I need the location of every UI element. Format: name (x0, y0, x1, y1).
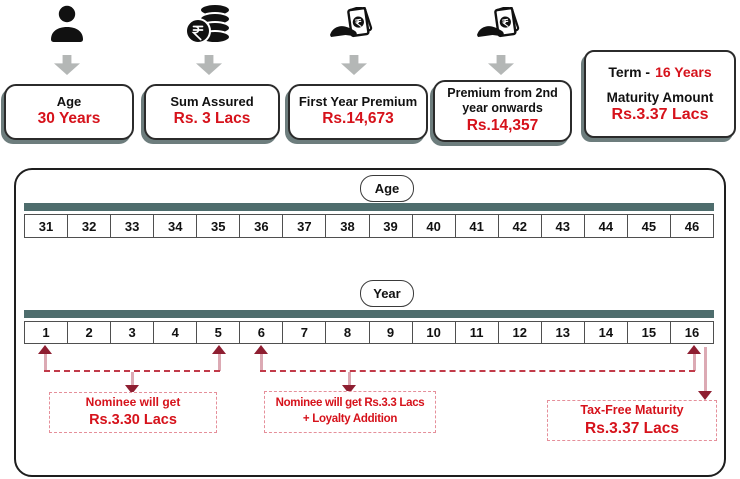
maturity-amount-value: Rs.3.37 Lacs (611, 105, 709, 123)
sum-assured-value: Rs. 3 Lacs (173, 110, 251, 128)
age-cell: 39 (370, 215, 413, 237)
arrow-shaft (131, 372, 134, 386)
year-cell: 10 (413, 322, 456, 343)
year-cell: 12 (499, 322, 542, 343)
up-arrow-year-5-icon (212, 345, 226, 354)
age-cell: 35 (197, 215, 241, 237)
age-cell: 44 (585, 215, 628, 237)
age-card-value: 30 Years (37, 110, 101, 128)
term-value: 16 Years (655, 64, 712, 81)
year-cell: 6 (240, 322, 284, 343)
up-arrow-year-16-icon (687, 345, 701, 354)
age-cell: 46 (684, 218, 700, 234)
age-cell: 41 (456, 215, 499, 237)
annotation-line: Nominee will get (85, 395, 181, 410)
maturity-amount-label: Maturity Amount (606, 89, 714, 105)
year-cell: 7 (283, 322, 327, 343)
arrow-shaft (348, 372, 351, 386)
down-arrow-to-note-1-icon (125, 385, 139, 394)
year-pill: Year (360, 280, 414, 307)
annotation-line: Nominee will get Rs.3.3 Lacs (275, 397, 425, 410)
down-block-arrow-icon (54, 55, 80, 75)
down-block-arrow-icon (196, 55, 222, 75)
age-card-label: Age (56, 93, 82, 109)
annotation-line: + Loyalty Addition (302, 413, 398, 425)
year-cell: 9 (370, 322, 413, 343)
term-line: Term -16 Years (608, 64, 711, 81)
term-maturity-card: Term -16 Years Maturity Amount Rs.3.37 L… (584, 50, 736, 138)
arrow-shaft (44, 354, 47, 371)
age-cell: 42 (499, 215, 542, 237)
arrow-shaft (260, 354, 263, 371)
year-pill-label: Year (373, 286, 401, 301)
year-cell: 15 (628, 322, 671, 343)
year-cell: 3 (111, 322, 155, 343)
down-block-arrow-icon (488, 55, 514, 75)
annotation-line: Rs.3.37 Lacs (585, 419, 679, 437)
age-card: Age 30 Years (4, 84, 134, 140)
age-cell: 32 (68, 215, 112, 237)
year-row: 1 2 3 4 5 6 7 8 9 10 11 12 13 14 15 16 (24, 321, 714, 344)
sum-assured-card: Sum Assured Rs. 3 Lacs (144, 84, 280, 140)
bracket-years-6-16 (260, 370, 695, 372)
down-arrow-to-note-2-icon (342, 385, 356, 394)
down-arrow-to-note-3-icon (698, 391, 712, 400)
hand-money-icon (476, 5, 524, 50)
year-cell: 14 (585, 322, 628, 343)
arrow-shaft (218, 354, 221, 371)
annotation-line: Rs.3.30 Lacs (89, 411, 177, 428)
age-cell: 37 (283, 215, 327, 237)
premium-onwards-card: Premium from 2nd year onwards Rs.14,357 (433, 80, 572, 142)
annotation-nominee-years-1-5: Nominee will get Rs.3.30 Lacs (49, 392, 217, 433)
down-block-arrow-icon (341, 55, 367, 75)
age-pill: Age (360, 175, 414, 202)
annotation-line: Tax-Free Maturity (580, 403, 684, 418)
year-cell: 2 (68, 322, 112, 343)
age-cell: 33 (111, 215, 155, 237)
first-year-premium-value: Rs.14,673 (322, 110, 394, 128)
rupee-coins-icon (185, 2, 233, 52)
hand-money-icon (329, 5, 377, 50)
year-cell: 4 (154, 322, 198, 343)
age-cell: 31 (25, 215, 69, 237)
age-pill-label: Age (374, 181, 400, 196)
year-axis-bar (24, 310, 714, 318)
up-arrow-year-1-icon (38, 345, 52, 354)
timeline-panel: Age 31 32 33 34 35 36 37 38 39 40 41 42 … (14, 168, 726, 477)
year-cell: 1 (25, 322, 69, 343)
bracket-years-1-5 (44, 370, 220, 372)
age-row: 31 32 33 34 35 36 37 38 39 40 41 42 43 4… (24, 214, 714, 238)
term-label: Term - (608, 64, 651, 81)
age-axis-bar (24, 203, 714, 211)
person-icon (47, 4, 87, 49)
first-year-premium-label: First Year Premium (298, 93, 418, 109)
annotation-nominee-years-6-16: Nominee will get Rs.3.3 Lacs + Loyalty A… (264, 391, 436, 433)
annotation-tax-free-maturity: Tax-Free Maturity Rs.3.37 Lacs (547, 400, 717, 441)
year-cell: 8 (326, 322, 370, 343)
age-cell: 43 (542, 215, 585, 237)
arrow-shaft (704, 347, 707, 392)
age-cell: 36 (240, 215, 284, 237)
sum-assured-label: Sum Assured (170, 93, 254, 109)
arrow-shaft (693, 354, 696, 371)
first-year-premium-card: First Year Premium Rs.14,673 (288, 84, 428, 140)
year-cell: 11 (456, 322, 499, 343)
premium-onwards-value: Rs.14,357 (466, 116, 539, 134)
up-arrow-year-6-icon (254, 345, 268, 354)
age-cell: 38 (326, 215, 370, 237)
year-cell: 16 (684, 325, 700, 340)
age-cell: 40 (413, 215, 456, 237)
year-cell: 5 (197, 322, 241, 343)
age-cell: 34 (154, 215, 198, 237)
year-cell: 13 (542, 322, 585, 343)
premium-onwards-label: Premium from 2nd year onwards (447, 85, 558, 115)
age-cell: 45 (628, 215, 671, 237)
